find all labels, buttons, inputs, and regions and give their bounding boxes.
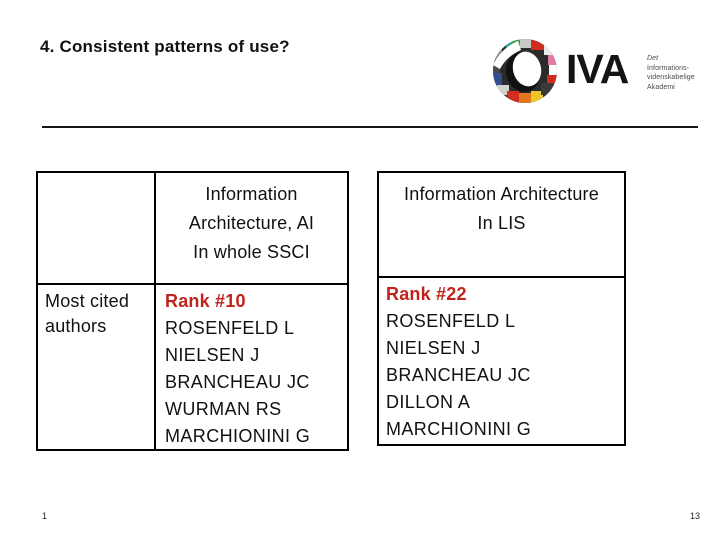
text-line: authors xyxy=(45,316,107,336)
text-line: ROSENFELD L xyxy=(165,318,295,338)
text-line: WURMAN RS xyxy=(165,399,282,419)
right-table-body-cell: Rank #22 ROSENFELD L NIELSEN J BRANCHEAU J… xyxy=(379,278,624,444)
right-author-list: ROSENFELD L NIELSEN J BRANCHEAU JC DILLON A… xyxy=(386,308,622,443)
right-rank-label: Rank #22 xyxy=(386,284,467,304)
text-line: BRANCHEAU JC xyxy=(386,365,531,385)
text-line: videnskabelige xyxy=(647,74,695,81)
text-line: BRANCHEAU JC xyxy=(165,372,310,392)
text-line: Architecture, AI xyxy=(188,213,315,233)
left-author-list: ROSENFELD L NIELSEN J BRANCHEAU JC WURMAN R… xyxy=(165,315,345,450)
text-line: Akademi xyxy=(647,83,675,91)
text-line: NIELSEN J xyxy=(386,338,481,358)
text-line: DILLON A xyxy=(386,392,471,412)
left-table-corner-cell xyxy=(38,173,156,285)
text-line: In LIS xyxy=(477,213,526,233)
text-line: NIELSEN J xyxy=(165,345,260,365)
text-line: Information xyxy=(205,184,298,204)
page-number-right: 13 xyxy=(690,511,701,521)
text-line: In whole SSCI xyxy=(193,242,310,262)
title-underline xyxy=(42,126,698,128)
text-line: Most cited xyxy=(45,291,130,311)
right-table: Information Architecture In LIS Rank #22 … xyxy=(377,171,626,446)
left-table-body-cell: Rank #10 ROSENFELD L NIELSEN J BRANCHEAU J… xyxy=(156,285,347,450)
left-table-row-label: Most cited authors xyxy=(38,285,156,450)
text-line: Det xyxy=(647,55,659,62)
text-line: Informations- xyxy=(647,64,690,72)
slide-title: 4. Consistent patterns of use? xyxy=(40,37,290,56)
iva-logo-mark-icon xyxy=(493,39,557,103)
right-table-header-cell: Information Architecture In LIS xyxy=(379,173,624,278)
left-rank-label: Rank #10 xyxy=(165,291,246,311)
text-line: Information Architecture xyxy=(404,184,599,204)
text-line: MARCHIONINI G xyxy=(165,426,311,446)
text-line: MARCHIONINI G xyxy=(386,419,532,439)
iva-logo-wordmark: IVA xyxy=(566,46,629,92)
text-line: ROSENFELD L xyxy=(386,311,516,331)
page-number-left: 1 xyxy=(42,511,48,521)
